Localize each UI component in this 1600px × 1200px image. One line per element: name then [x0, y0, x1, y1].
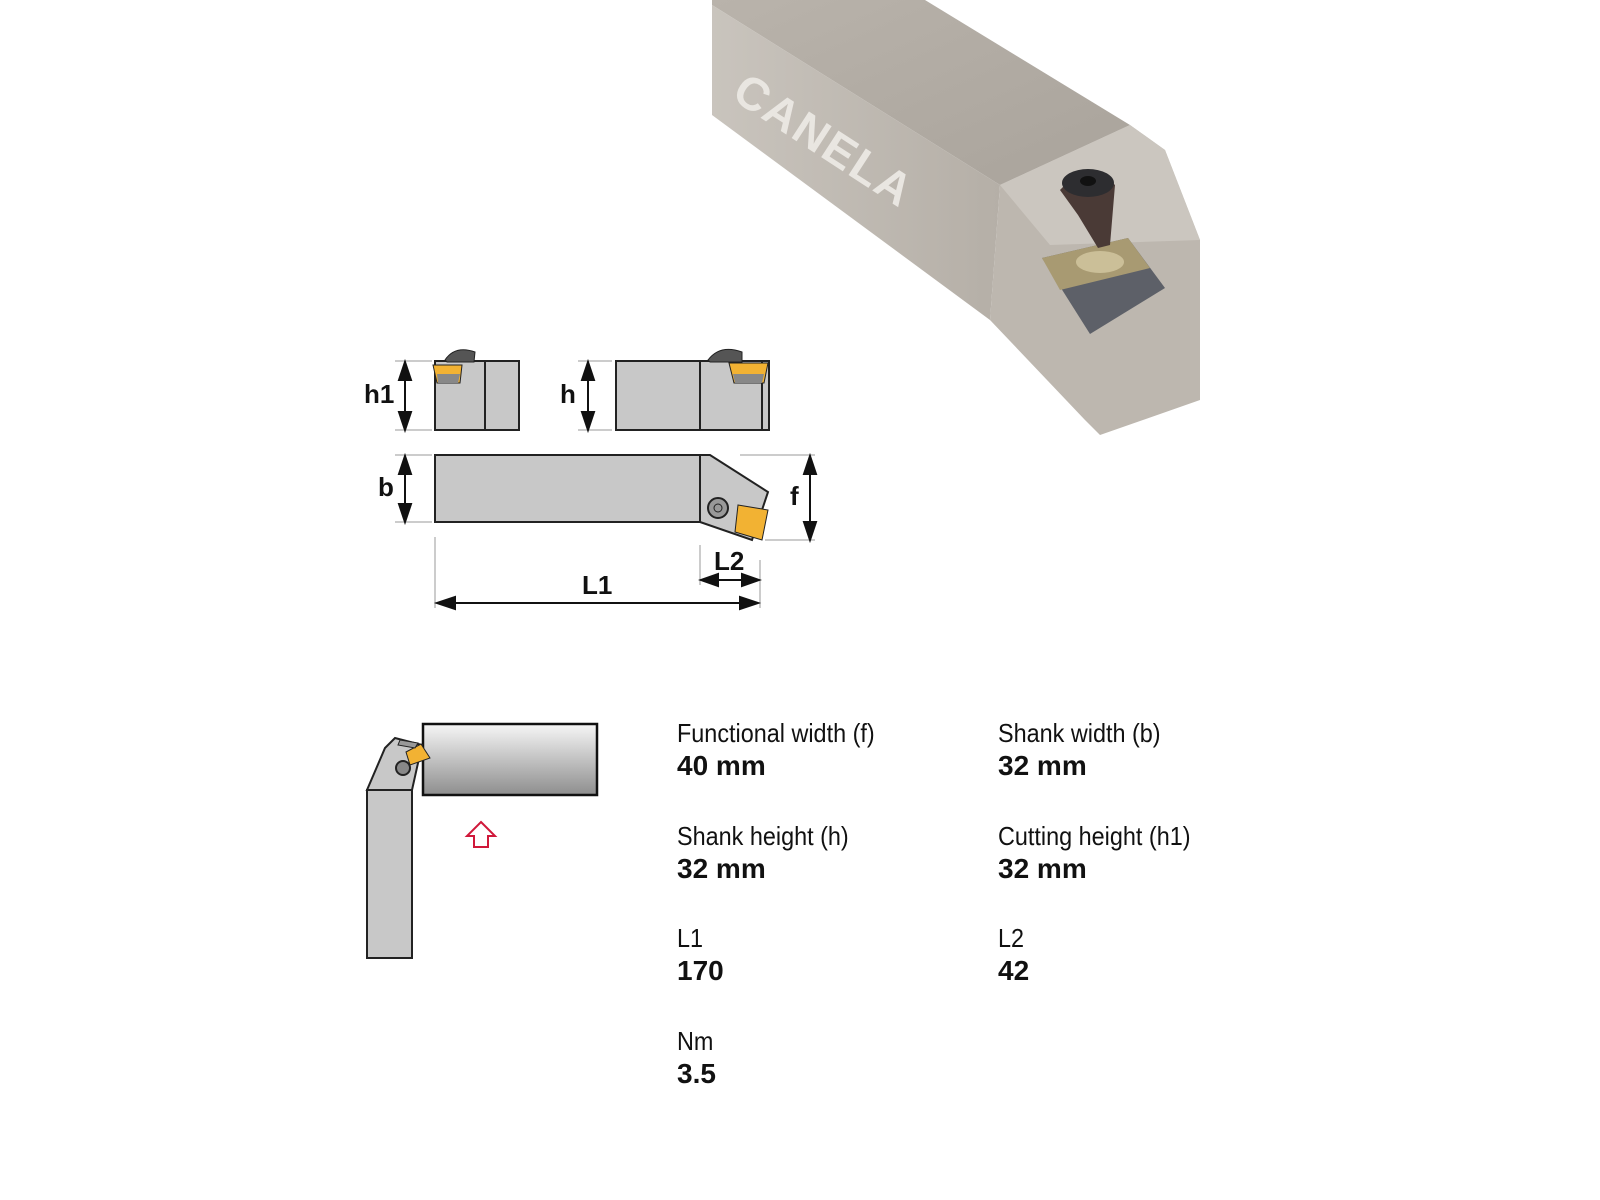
spec-torque: Nm 3.5 [677, 1025, 977, 1091]
dim-label-h1: h1 [364, 379, 394, 409]
spec-label: L2 [998, 923, 1025, 953]
spec-label: Shank width (b) [998, 718, 1161, 748]
feed-direction-arrow-icon [464, 820, 498, 848]
dim-label-l1: L1 [582, 570, 612, 600]
spec-shank-height: Shank height (h) 32 mm [677, 820, 977, 886]
spec-label: L1 [677, 923, 704, 953]
spec-label: Shank height (h) [677, 821, 849, 851]
spec-value: 40 mm [677, 750, 766, 781]
spec-label: Functional width (f) [677, 718, 875, 748]
workpiece [421, 722, 599, 797]
spec-value: 32 mm [998, 853, 1087, 884]
spec-value: 32 mm [998, 750, 1087, 781]
spec-label: Cutting height (h1) [998, 821, 1191, 851]
spec-functional-width: Functional width (f) 40 mm [677, 717, 977, 783]
spec-value: 42 [998, 955, 1030, 986]
spec-shank-width: Shank width (b) 32 mm [998, 717, 1298, 783]
spec-l1: L1 170 [677, 922, 977, 988]
spec-l2: L2 42 [998, 922, 1298, 988]
spec-value: 170 [677, 955, 724, 986]
insert-icon [432, 348, 769, 541]
spec-label: Nm [677, 1026, 714, 1056]
spec-value: 3.5 [677, 1058, 716, 1089]
dim-label-b: b [378, 472, 394, 502]
dim-label-l2: L2 [714, 546, 744, 576]
dim-label-h: h [560, 379, 576, 409]
spec-cutting-height: Cutting height (h1) 32 mm [998, 820, 1298, 886]
spec-value: 32 mm [677, 853, 766, 884]
dim-label-f: f [790, 481, 799, 511]
